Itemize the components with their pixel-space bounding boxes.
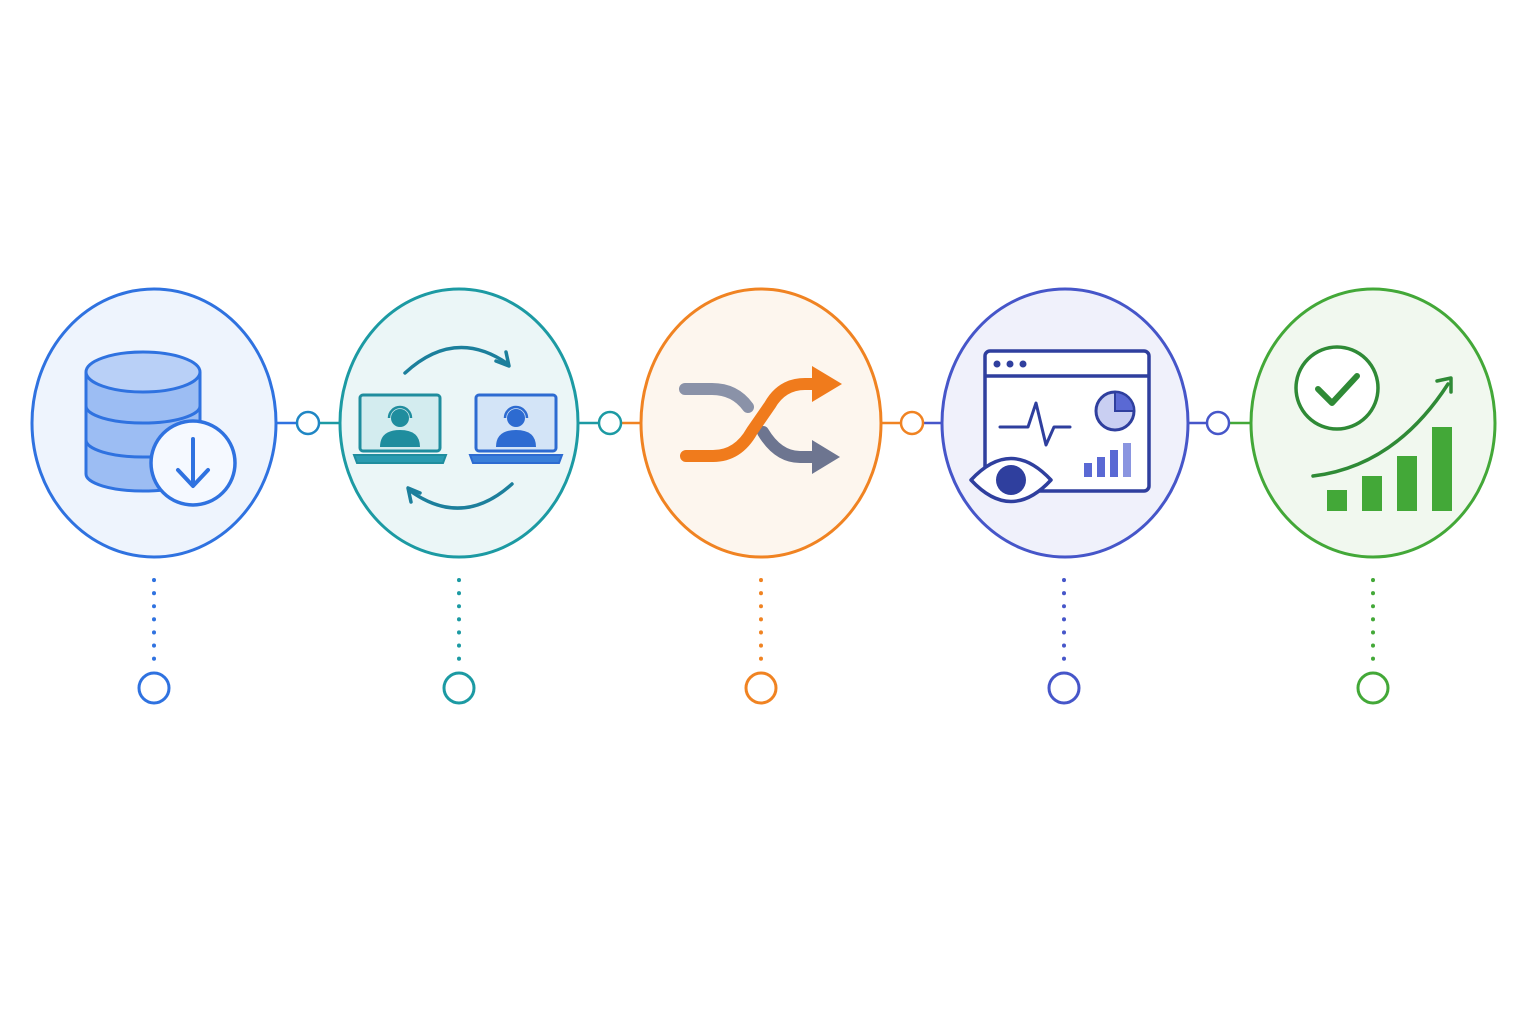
bottom-node: [442, 671, 476, 705]
drop-2: [442, 578, 476, 705]
monitoring-dashboard-icon: [969, 349, 1151, 504]
step-circle: [1249, 287, 1497, 559]
drop-4: [1047, 578, 1081, 705]
connector-node: [1205, 410, 1231, 436]
connector-node: [597, 410, 623, 436]
step-success-growth: [1249, 287, 1497, 559]
step-support-handoff: [338, 287, 580, 559]
bottom-node: [744, 671, 778, 705]
database-download-icon: [84, 350, 237, 507]
step-circle: [338, 287, 580, 559]
connector-node: [899, 410, 925, 436]
connector-node: [295, 410, 321, 436]
drop-5: [1356, 578, 1390, 705]
bottom-node: [1047, 671, 1081, 705]
connector-1: [276, 410, 340, 436]
drop-3: [744, 578, 778, 705]
check-growth-chart-icon: [1294, 345, 1453, 511]
connector-3: [881, 410, 944, 436]
step-routing: [639, 287, 883, 559]
drop-1: [137, 578, 171, 705]
bottom-node: [137, 671, 171, 705]
connector-4: [1188, 410, 1251, 436]
bottom-node: [1356, 671, 1390, 705]
step-monitoring: [940, 287, 1190, 559]
agents-sync-icon: [352, 345, 564, 510]
step-data-ingestion: [30, 287, 278, 559]
shuffle-arrows-icon: [679, 366, 842, 474]
connector-2: [578, 410, 641, 436]
